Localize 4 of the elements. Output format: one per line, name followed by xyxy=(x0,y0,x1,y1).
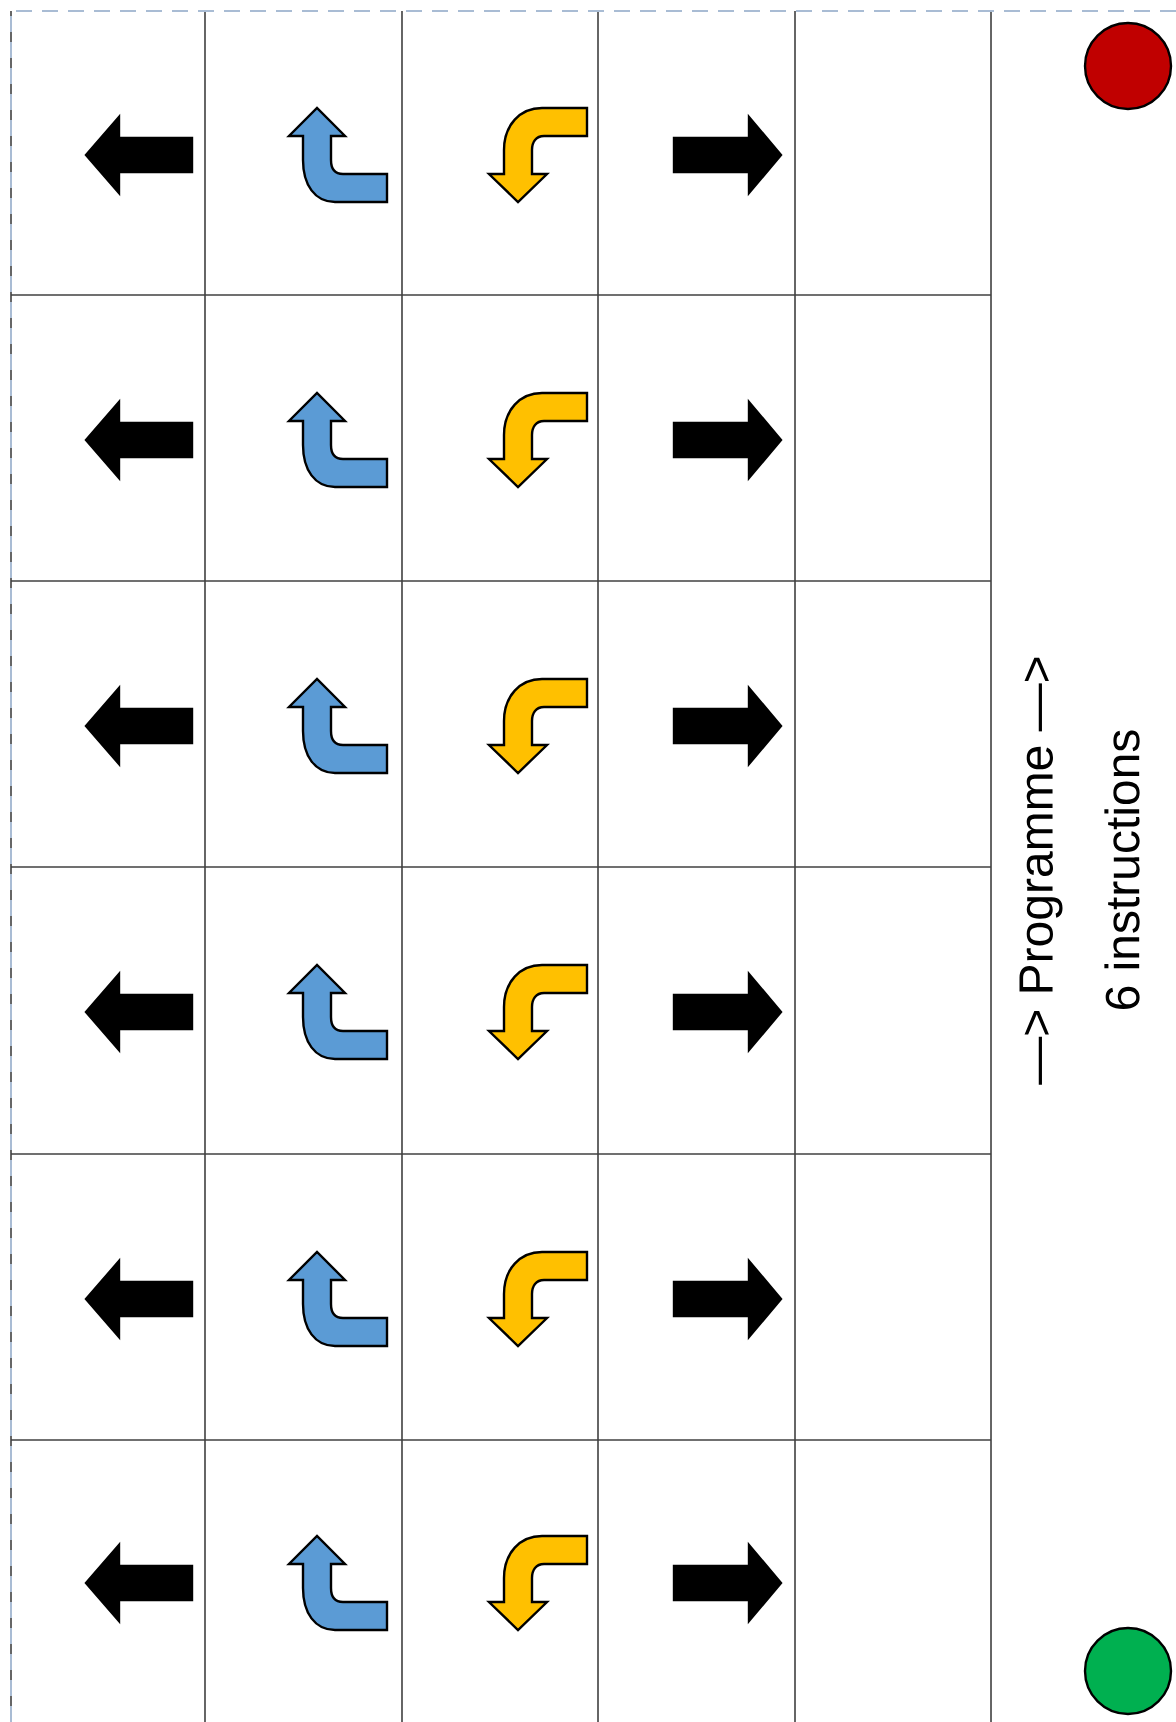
circle-marker xyxy=(1083,1626,1173,1716)
vertical-label: —> Programme —> xyxy=(1019,657,1063,1085)
circle-marker xyxy=(1083,21,1173,111)
vertical-label: 6 instructions xyxy=(1104,730,1140,1009)
